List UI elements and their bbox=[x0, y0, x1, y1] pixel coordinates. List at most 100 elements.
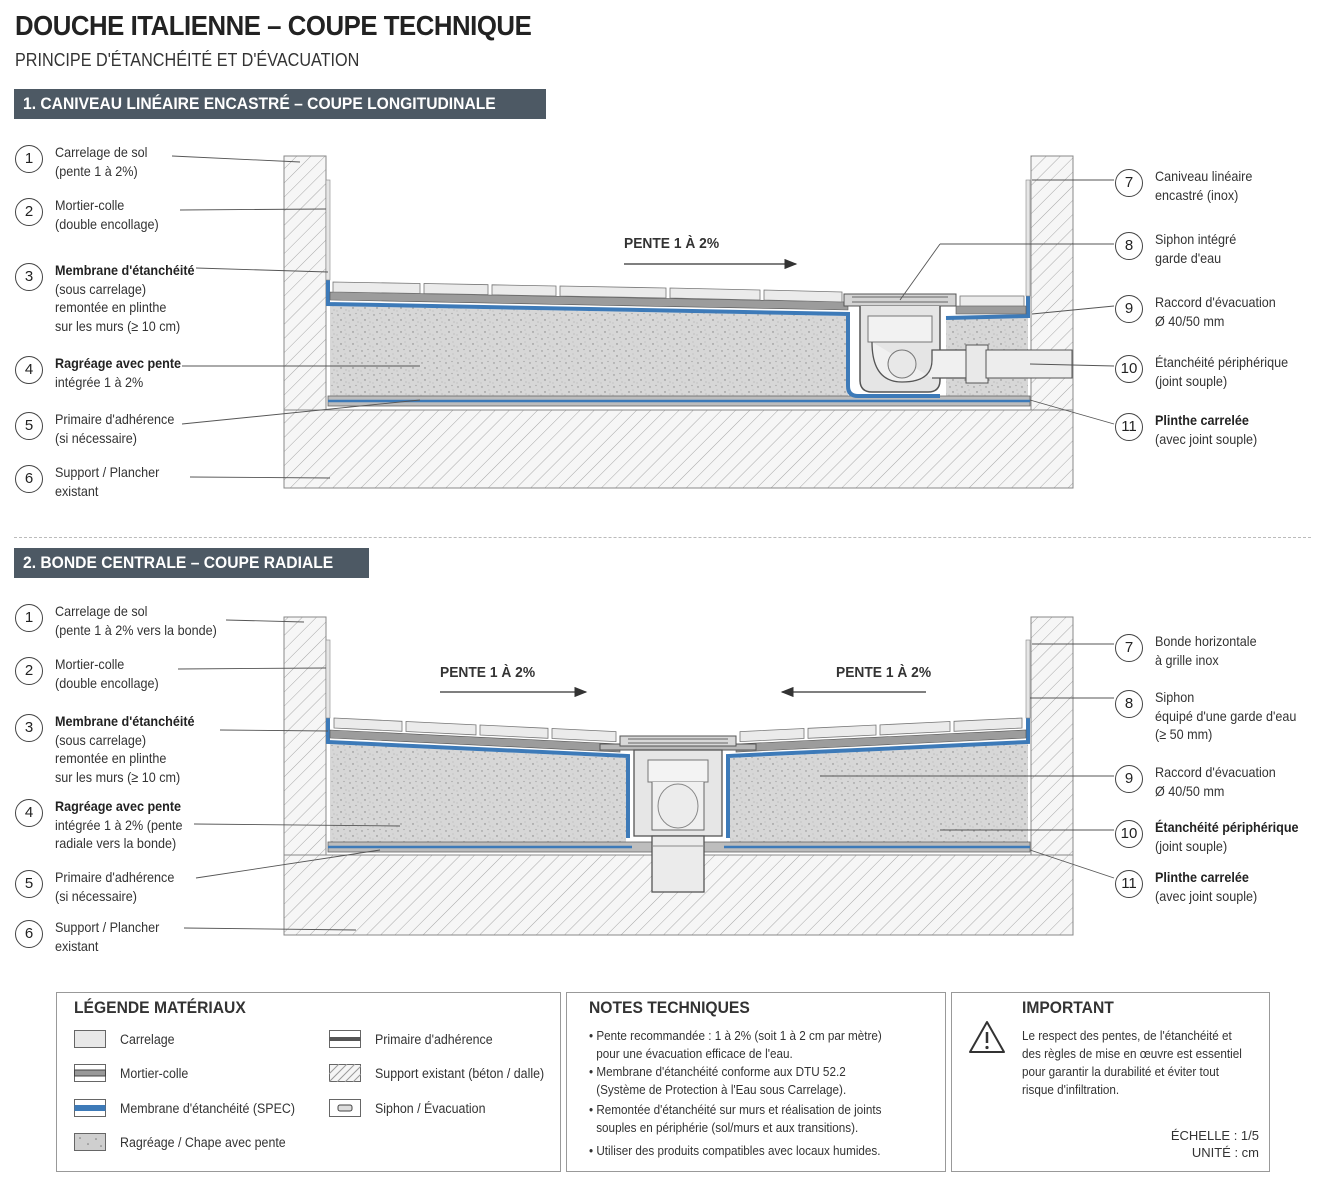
s2-screed-right bbox=[730, 744, 1028, 842]
s2-leaders-left bbox=[177, 619, 401, 931]
callout-line: Primaire d'adhérence bbox=[55, 869, 175, 885]
screed-swatch-icon bbox=[74, 1133, 106, 1151]
mortar-swatch-icon bbox=[74, 1064, 106, 1082]
callout-number: 11 bbox=[1115, 870, 1143, 898]
callout-line: garde d'eau bbox=[1155, 249, 1222, 266]
page-title: DOUCHE ITALIENNE – COUPE TECHNIQUE bbox=[15, 10, 532, 41]
section2-left-callout-2: 2 Mortier-colle(double encollage) bbox=[15, 655, 170, 692]
tile-swatch-icon bbox=[74, 1030, 106, 1048]
callout-line: équipé d'une garde d'eau bbox=[1155, 707, 1297, 724]
important-title: IMPORTANT bbox=[1022, 998, 1114, 1017]
important-box bbox=[951, 992, 1270, 1172]
callout-line: Raccord d'évacuation bbox=[1155, 294, 1276, 310]
s1-membrane bbox=[326, 195, 940, 398]
section1-right-callout-8: 8 Siphon intégré garde d'eau bbox=[1115, 230, 1245, 267]
support-swatch-icon bbox=[329, 1064, 361, 1082]
unit-value: UNITÉ : cm bbox=[1191, 1145, 1259, 1160]
callout-line: sur les murs (≥ 10 cm) bbox=[55, 317, 181, 334]
callout-number: 4 bbox=[15, 799, 43, 827]
primer-swatch-icon bbox=[329, 1030, 361, 1048]
callout-number: 5 bbox=[15, 870, 43, 898]
callout-number: 11 bbox=[1115, 413, 1143, 441]
callout-line: (avec joint souple) bbox=[1155, 887, 1258, 904]
callout-line: intégrée 1 à 2% bbox=[55, 373, 144, 390]
legend-box bbox=[56, 992, 561, 1172]
section2-title: 2. BONDE CENTRALE – COUPE RADIALE bbox=[23, 553, 334, 572]
callout-line: Siphon bbox=[1155, 689, 1195, 705]
callout-text: Membrane d'étanchéité(sous carrelage)rem… bbox=[55, 712, 210, 786]
callout-number: 1 bbox=[15, 145, 43, 173]
callout-line: à grille inox bbox=[1155, 651, 1219, 668]
callout-number: 8 bbox=[1115, 232, 1143, 260]
callout-line: Carrelage de sol bbox=[55, 603, 148, 619]
callout-line: Ragréage avec pente bbox=[55, 798, 182, 814]
callout-number: 3 bbox=[15, 263, 43, 291]
legend-item-screed: Ragréage / Chape avec pente bbox=[74, 1133, 300, 1151]
callout-text: Carrelage de sol(pente 1 à 2%) bbox=[55, 143, 158, 180]
legend-item-tile: Carrelage bbox=[74, 1030, 179, 1048]
callout-text: Plinthe carrelée (avec joint souple) bbox=[1155, 411, 1269, 448]
s2-leaders-right bbox=[820, 643, 1115, 879]
warning-icon bbox=[969, 1021, 1005, 1053]
section2-left-callout-4: 4 Ragréage avec pente intégrée 1 à 2% (pen… bbox=[15, 797, 197, 853]
callout-number: 7 bbox=[1115, 169, 1143, 197]
legend-item-membrane: Membrane d'étanchéité (SPEC) bbox=[74, 1099, 310, 1117]
callout-line: Carrelage de sol bbox=[55, 144, 148, 160]
callout-number: 2 bbox=[15, 657, 43, 685]
callout-line: radiale vers la bonde) bbox=[55, 835, 177, 851]
callout-line: Plinthe carrelée bbox=[1155, 412, 1249, 428]
section1-right-callout-11: 11 Plinthe carrelée (avec joint souple) bbox=[1115, 411, 1269, 448]
note-3: • Remontée d'étanchéité sur murs et réal… bbox=[589, 1102, 882, 1135]
section1-drawing bbox=[171, 155, 1115, 489]
note-4: • Utiliser des produits compatibles avec… bbox=[589, 1143, 881, 1158]
page-subtitle: PRINCIPE D'ÉTANCHÉITÉ ET D'ÉVACUATION bbox=[15, 50, 360, 70]
legend-item-primer: Primaire d'adhérence bbox=[329, 1030, 503, 1048]
callout-text: Mortier-colle(double encollage) bbox=[55, 655, 170, 692]
callout-number: 3 bbox=[15, 714, 43, 742]
callout-line: (joint souple) bbox=[1155, 372, 1228, 389]
legend-title: LÉGENDE MATÉRIAUX bbox=[74, 998, 246, 1017]
callout-line: (joint souple) bbox=[1155, 837, 1228, 854]
callout-number: 4 bbox=[15, 356, 43, 384]
callout-text: Étanchéité périphérique(joint souple) bbox=[1155, 818, 1314, 855]
callout-line: Raccord d'évacuation bbox=[1155, 764, 1276, 780]
s2-slope-label-left: PENTE 1 À 2% bbox=[440, 664, 536, 681]
callout-line: (avec joint souple) bbox=[1155, 430, 1258, 447]
callout-line: intégrée 1 à 2% (pente bbox=[55, 816, 183, 833]
callout-line: Support / Plancher bbox=[55, 919, 160, 935]
section1-left-callout-1: 1 Carrelage de sol(pente 1 à 2%) bbox=[15, 143, 158, 180]
s2-tiles bbox=[333, 717, 1023, 743]
s1-left-wall bbox=[283, 155, 327, 411]
notes-box bbox=[566, 992, 946, 1172]
callout-line: Mortier-colle bbox=[55, 197, 125, 213]
callout-number: 6 bbox=[15, 920, 43, 948]
callout-line: sur les murs (≥ 10 cm) bbox=[55, 768, 181, 785]
callout-line: Bonde horizontale bbox=[1155, 633, 1257, 649]
callout-line: remontée en plinthe bbox=[55, 299, 167, 315]
membrane-swatch-icon bbox=[74, 1099, 106, 1117]
s2-left-wall bbox=[283, 616, 327, 856]
callout-line: Siphon intégré bbox=[1155, 231, 1237, 247]
callout-line: Étanchéité périphérique bbox=[1155, 354, 1289, 370]
callout-line: (double encollage) bbox=[55, 215, 159, 232]
callout-line: Ø 40/50 mm bbox=[1155, 782, 1225, 799]
callout-line: (sous carrelage) bbox=[55, 280, 147, 297]
s1-support-slab bbox=[283, 409, 1074, 489]
callout-line: Ø 40/50 mm bbox=[1155, 312, 1225, 329]
callout-line: (double encollage) bbox=[55, 674, 159, 691]
s1-tiles bbox=[332, 281, 1025, 307]
callout-line: Support / Plancher bbox=[55, 464, 160, 480]
scale-info: ÉCHELLE : 1/5 UNITÉ : cm bbox=[1171, 1127, 1259, 1161]
callout-text: Ragréage avec pente intégrée 1 à 2% (pent… bbox=[55, 797, 197, 853]
callout-line: (si nécessaire) bbox=[55, 887, 137, 904]
